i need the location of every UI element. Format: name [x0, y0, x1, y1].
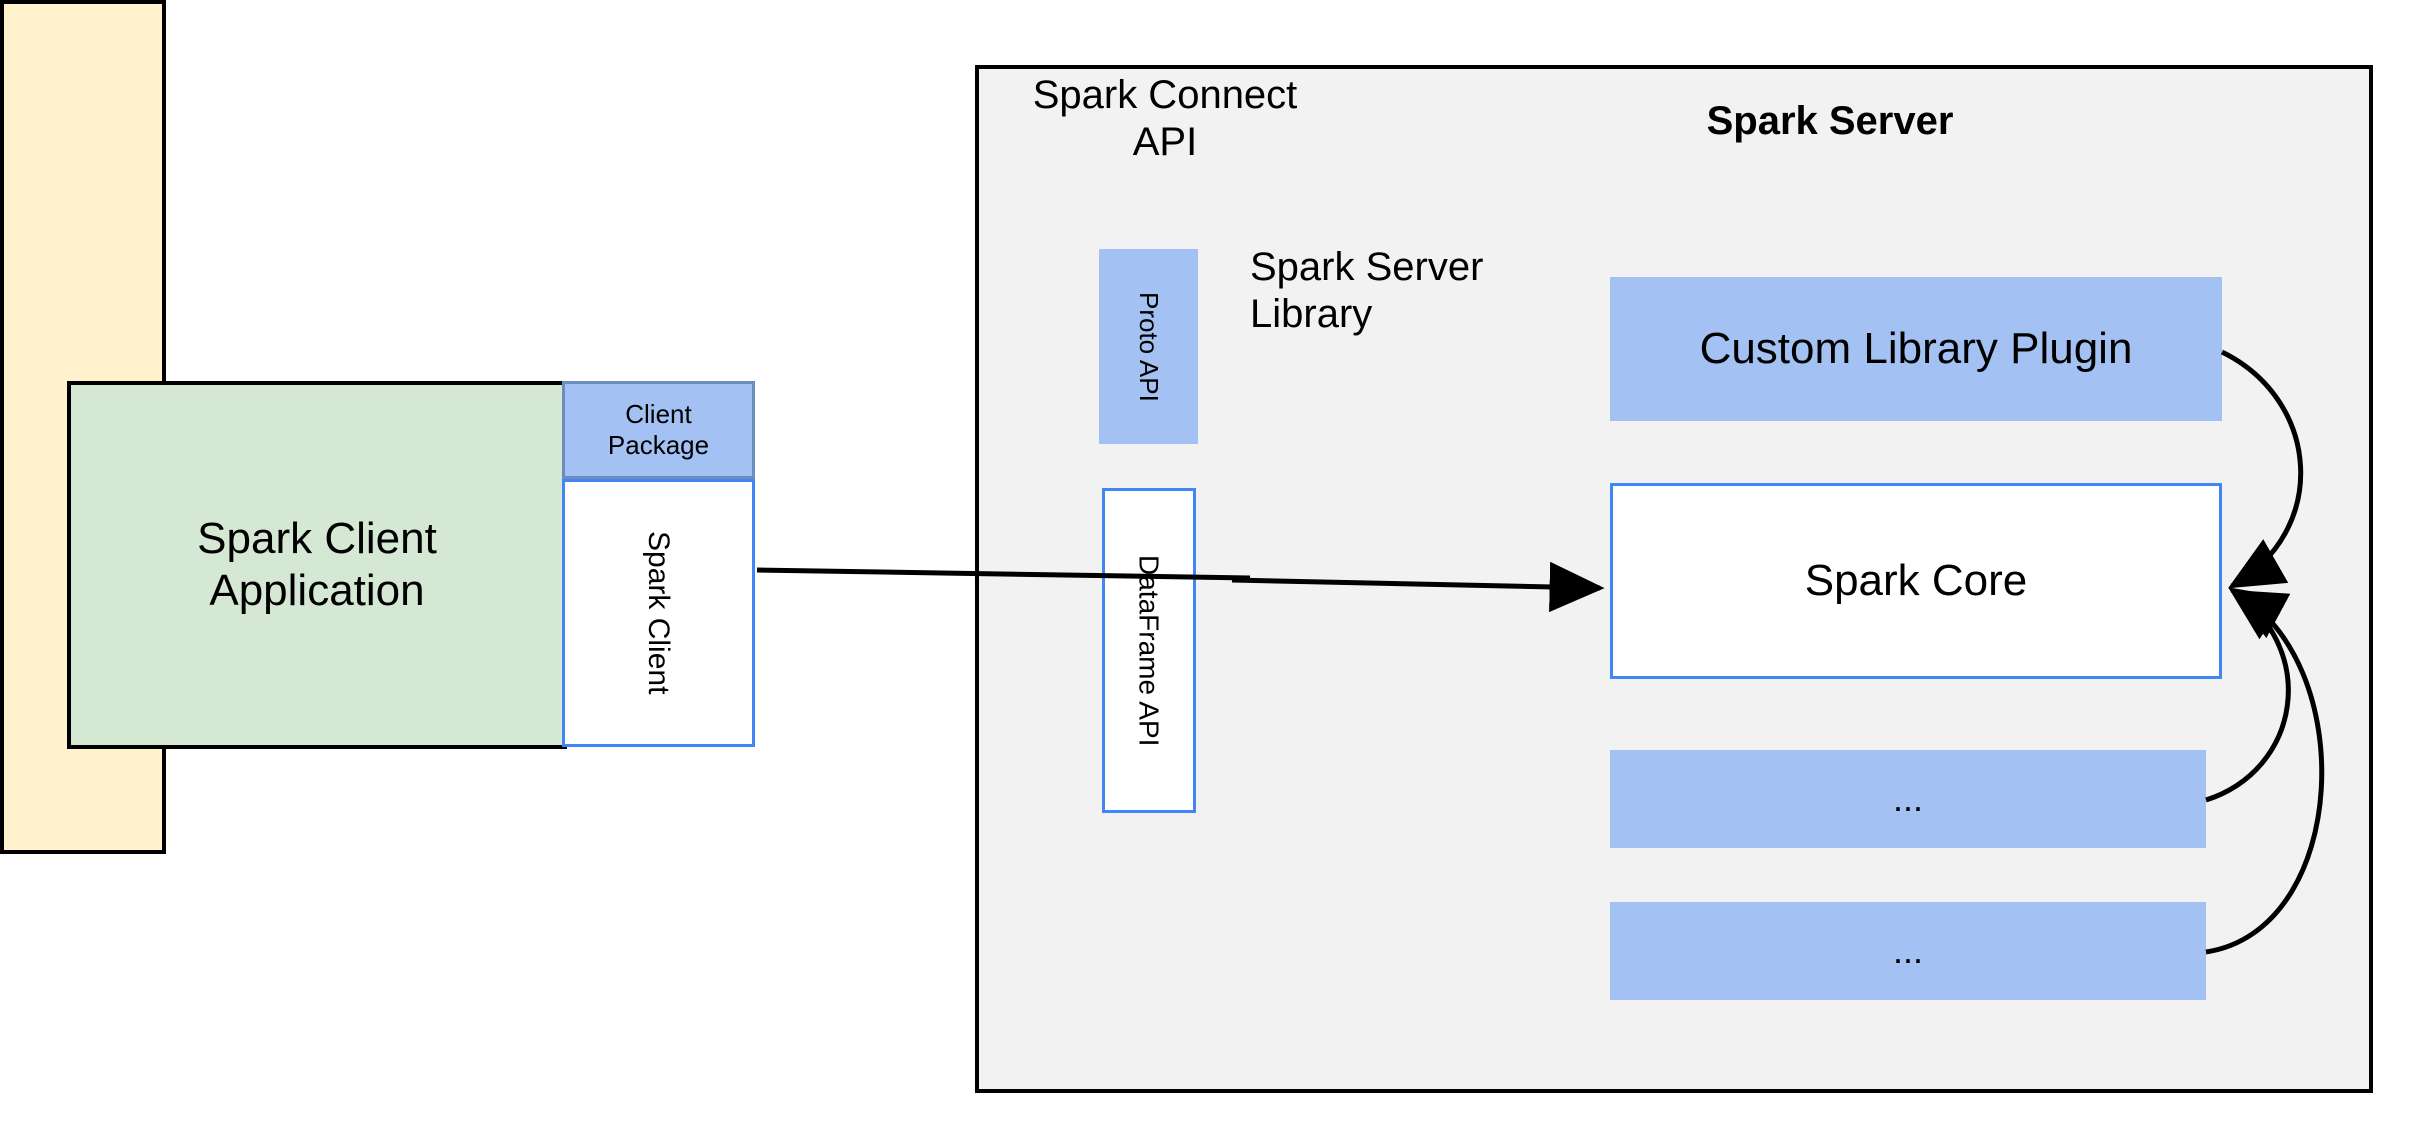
custom-library-plugin-box[interactable]: Custom Library Plugin: [1610, 277, 2222, 421]
spark-core-box[interactable]: Spark Core: [1610, 483, 2222, 679]
ellipsis-box-1-label: ...: [1892, 777, 1923, 819]
ellipsis-box-2[interactable]: ...: [1610, 902, 2206, 1000]
dataframe-api-label: DataFrame API: [1133, 554, 1165, 747]
spark-server-title: Spark Server: [1706, 99, 1954, 143]
spark-client-application-label: Spark Client Application: [197, 514, 437, 615]
ellipsis-box-1[interactable]: ...: [1610, 750, 2206, 848]
spark-client-box[interactable]: Spark Client: [562, 479, 755, 747]
dataframe-api-box[interactable]: DataFrame API: [1102, 488, 1196, 813]
proto-api-label: Proto API: [1133, 291, 1164, 402]
ellipsis-box-2-label: ...: [1892, 929, 1923, 971]
spark-client-application-box[interactable]: Spark Client Application: [67, 381, 567, 749]
client-package-label: Client Package: [607, 399, 710, 460]
custom-library-plugin-label: Custom Library Plugin: [1699, 324, 2133, 374]
spark-client-label: Spark Client: [642, 531, 676, 695]
spark-connect-api-label: Spark Connect API: [1032, 73, 1298, 165]
spark-server-library-label: Spark Server Library: [1250, 245, 1484, 337]
proto-api-box[interactable]: Proto API: [1099, 249, 1198, 444]
spark-core-label: Spark Core: [1804, 556, 2028, 606]
client-package-box[interactable]: Client Package: [562, 381, 755, 479]
